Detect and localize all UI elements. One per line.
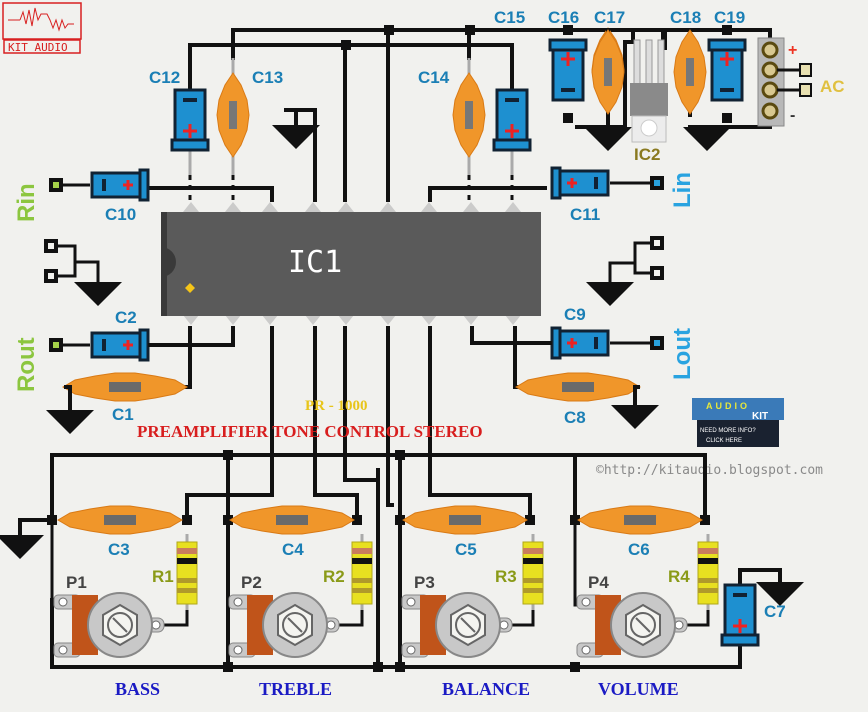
lout-jack[interactable] xyxy=(650,336,664,350)
ground-icon xyxy=(584,127,632,151)
capacitor-c16[interactable] xyxy=(548,38,588,102)
label-c2: C2 xyxy=(115,308,137,327)
label-p4: P4 xyxy=(588,573,609,592)
label-c8: C8 xyxy=(564,408,586,427)
capacitor-c12[interactable] xyxy=(170,88,210,175)
ground-icon xyxy=(46,410,94,434)
label-c9: C9 xyxy=(564,305,586,324)
audio-kit-badge[interactable]: AUDIO KIT NEED MORE INFO? CLICK HERE xyxy=(692,398,784,447)
label-balance: BALANCE xyxy=(442,679,530,699)
kit-audio-logo[interactable]: KIT AUDIO xyxy=(2,2,82,54)
label-bass: BASS xyxy=(115,679,160,699)
label-c16: C16 xyxy=(548,8,579,27)
label-c3: C3 xyxy=(108,540,130,559)
label-treble: TREBLE xyxy=(259,679,332,699)
label-p1: P1 xyxy=(66,573,87,592)
potentiometer-p3[interactable] xyxy=(401,592,513,658)
label-r2: R2 xyxy=(323,567,345,586)
ground-icon xyxy=(0,535,44,559)
power-terminal-block[interactable] xyxy=(757,37,812,127)
label-c4: C4 xyxy=(282,540,304,559)
label-c5: C5 xyxy=(455,540,477,559)
label-c19: C19 xyxy=(714,8,745,27)
label-ac: AC xyxy=(820,77,845,96)
label-rin: Rin xyxy=(13,183,40,222)
label-plus: + xyxy=(788,42,797,59)
label-r3: R3 xyxy=(495,567,517,586)
label-c7: C7 xyxy=(764,602,786,621)
svg-text:AUDIO: AUDIO xyxy=(706,401,750,411)
capacitor-c2[interactable] xyxy=(90,328,150,362)
capacitor-c3[interactable] xyxy=(57,505,183,535)
right-ground-jacks[interactable] xyxy=(586,236,664,306)
label-c6: C6 xyxy=(628,540,650,559)
label-r1: R1 xyxy=(152,567,174,586)
label-p3: P3 xyxy=(414,573,435,592)
label-minus: - xyxy=(790,107,795,124)
capacitor-c10[interactable] xyxy=(90,168,150,202)
label-c1: C1 xyxy=(112,405,134,424)
label-c10: C10 xyxy=(105,205,136,224)
svg-text:CLICK HERE: CLICK HERE xyxy=(706,438,742,444)
ground-icon xyxy=(272,125,320,149)
capacitor-c1[interactable] xyxy=(62,372,188,402)
capacitor-c9[interactable] xyxy=(550,326,610,360)
capacitor-c4[interactable] xyxy=(229,505,355,535)
model-label: PR - 1000 xyxy=(305,398,368,414)
ground-icon xyxy=(683,127,731,151)
label-ic1: IC1 xyxy=(288,245,342,280)
left-ground-jacks[interactable] xyxy=(44,239,122,306)
label-lin: Lin xyxy=(669,172,696,208)
label-c17: C17 xyxy=(594,8,625,27)
capacitor-c18[interactable] xyxy=(673,28,707,117)
resistor-r4[interactable] xyxy=(696,532,720,612)
label-c18: C18 xyxy=(670,8,701,27)
label-c11: C11 xyxy=(570,205,600,224)
label-lout: Lout xyxy=(669,328,696,380)
capacitor-c11[interactable] xyxy=(550,166,610,200)
title-label: PREAMPLIFIER TONE CONTROL STEREO xyxy=(137,422,483,441)
label-rout: Rout xyxy=(13,337,40,392)
potentiometer-p1[interactable] xyxy=(53,592,165,658)
label-p2: P2 xyxy=(241,573,262,592)
ic1-bottom-wiring xyxy=(270,326,432,497)
capacitor-c19[interactable] xyxy=(707,38,747,102)
capacitor-c13[interactable] xyxy=(216,58,250,175)
regulator-ic2[interactable] xyxy=(630,39,668,143)
capacitor-c8[interactable] xyxy=(515,372,641,402)
ic1-top-wiring xyxy=(143,175,547,202)
capacitor-c15[interactable] xyxy=(492,88,532,175)
capacitor-c6[interactable] xyxy=(577,505,703,535)
capacitor-c5[interactable] xyxy=(402,505,528,535)
resistor-r3[interactable] xyxy=(521,532,545,612)
resistor-r2[interactable] xyxy=(350,532,374,612)
label-c12: C12 xyxy=(149,68,180,87)
potentiometer-p4[interactable] xyxy=(576,592,688,658)
rout-jack[interactable] xyxy=(49,338,63,352)
capacitor-c7[interactable] xyxy=(720,583,760,647)
label-volume: VOLUME xyxy=(598,679,679,699)
rin-jack[interactable] xyxy=(49,178,63,192)
potentiometer-p2[interactable] xyxy=(228,592,340,658)
capacitor-c14[interactable] xyxy=(452,58,486,175)
ground-icon xyxy=(611,405,659,429)
tone-bus-wiring xyxy=(0,450,804,672)
lin-jack[interactable] xyxy=(650,176,664,190)
label-c14: C14 xyxy=(418,68,450,87)
label-ic2: IC2 xyxy=(634,145,660,164)
logo-text: KIT AUDIO xyxy=(8,41,68,54)
label-r4: R4 xyxy=(668,567,690,586)
url-link[interactable]: ©http://kitaudio.blogspot.com xyxy=(596,463,823,478)
resistor-r1[interactable] xyxy=(175,532,199,612)
label-c13: C13 xyxy=(252,68,283,87)
ic1-chip[interactable] xyxy=(161,202,541,325)
svg-text:KIT: KIT xyxy=(752,411,768,422)
label-c15: C15 xyxy=(494,8,525,27)
svg-text:NEED MORE INFO?: NEED MORE INFO? xyxy=(700,428,756,434)
